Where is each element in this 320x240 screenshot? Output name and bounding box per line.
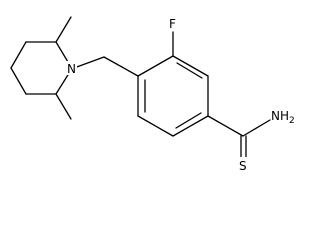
bond-ar-inner-1 [176,62,203,79]
atom-label-nitrogen: N [67,62,76,76]
atom-label-fluorine: F [169,17,176,31]
atom-label-sulfur: S [239,159,247,173]
bond-ar-c4-c5 [172,115,209,137]
bond-ch2-ring [103,56,139,77]
bond-c2-methyl [55,16,72,43]
molecule-drawing: N F NH2 S [10,15,295,173]
bond-ar-cs [207,115,244,137]
bond-c4-c5 [10,67,27,95]
bond-c3-c4 [10,41,27,69]
atom-label-amine-main: NH [271,109,289,123]
bond-ar-c2-c3 [172,55,209,77]
bond-c6-methyl [55,93,72,120]
bond-n-ch2 [73,56,105,69]
atom-label-amine: NH2 [271,109,295,126]
structure-canvas: N F NH2 S [10,15,295,173]
atom-label-amine-subscript: 2 [289,116,295,126]
bond-ar-c5-c6 [137,115,174,137]
bond-ar-inner-2 [175,112,202,129]
bond-ar-c1-c2 [137,55,174,77]
bond-c-n-amide [242,119,271,137]
